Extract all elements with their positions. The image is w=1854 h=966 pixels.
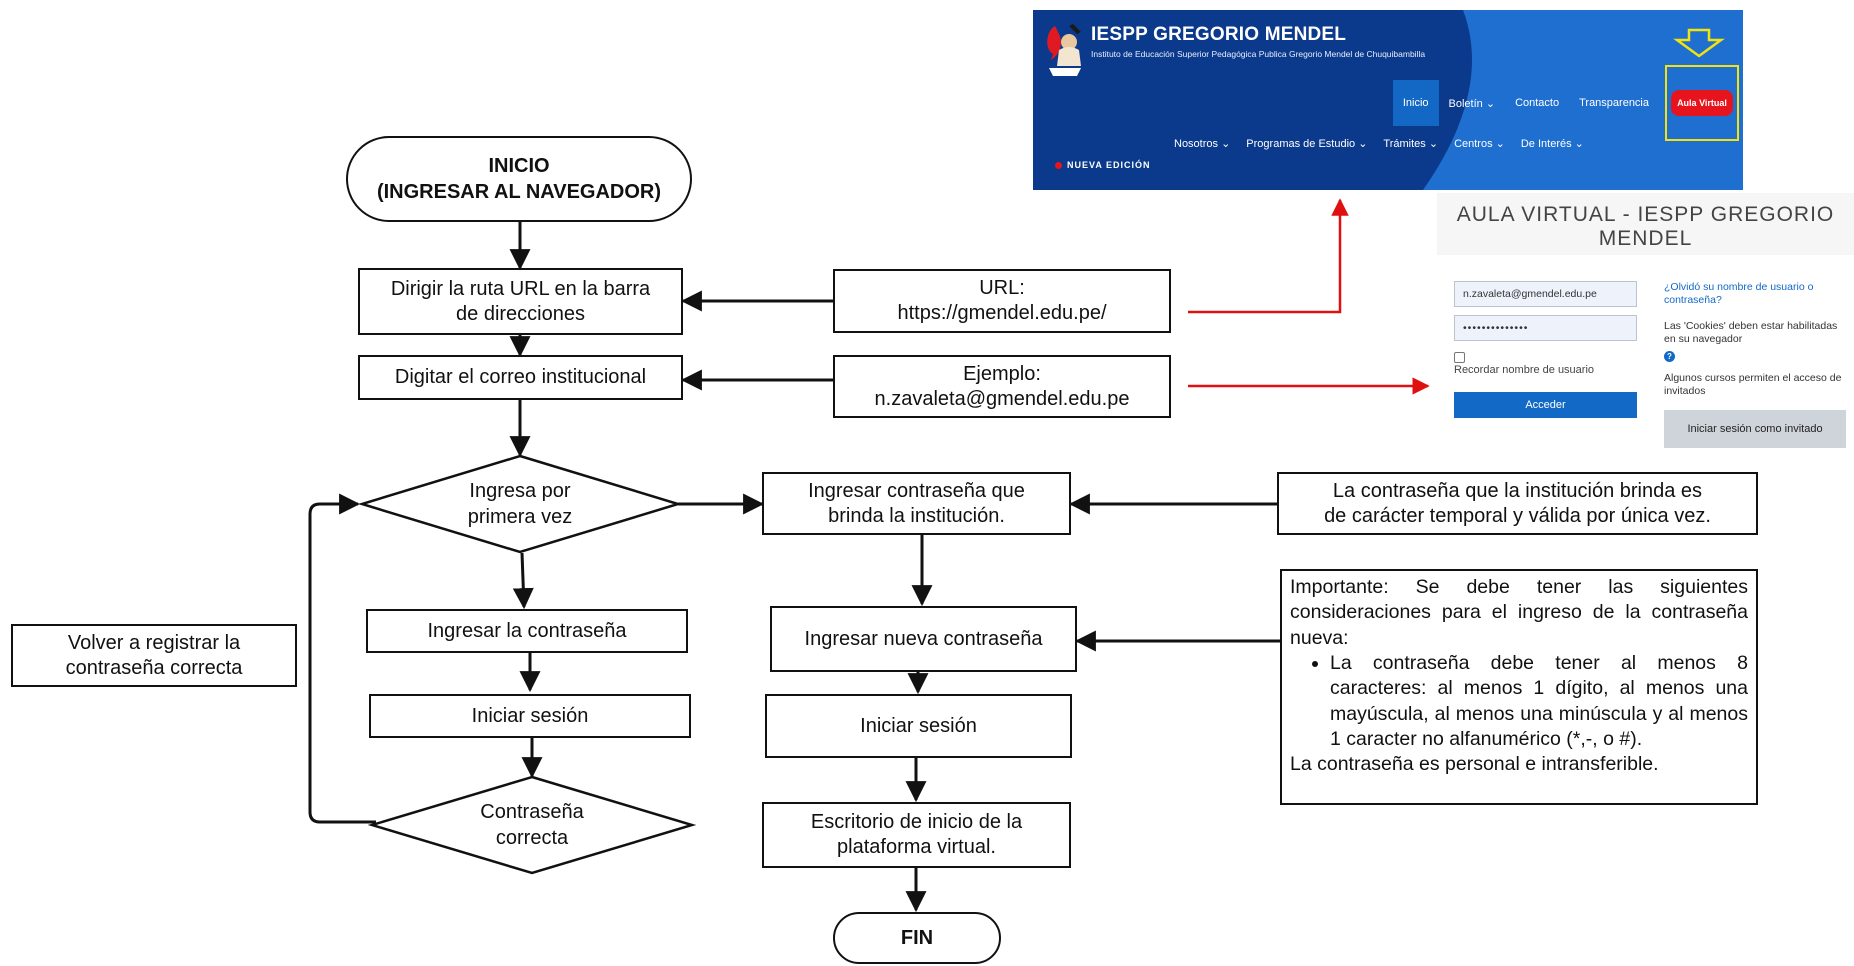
nav-boletin[interactable]: Boletín ⌄ (1448, 97, 1496, 110)
url-note-box: URL: https://gmendel.edu.pe/ (833, 269, 1171, 333)
retry-note-box: Volver a registrar la contraseña correct… (11, 624, 297, 687)
step-desktop-line2: plataforma virtual. (837, 836, 996, 858)
decision-correct-line1: Contraseña (480, 801, 584, 823)
start-line1: INICIO (488, 155, 550, 177)
nav-centros[interactable]: Centros ⌄ (1454, 138, 1505, 150)
step-login-right-label: Iniciar sesión (860, 714, 977, 737)
nav-contacto[interactable]: Contacto (1515, 97, 1560, 109)
step-login-right-box: Iniciar sesión (765, 694, 1072, 758)
step-email-box: Digitar el correo institucional (358, 355, 683, 400)
important-footer: La contraseña es personal e intransferib… (1290, 753, 1659, 776)
important-note-box: Importante: Se debe tener las siguientes… (1280, 569, 1758, 805)
important-bullet: La contraseña debe tener al menos 8 cara… (1330, 651, 1748, 752)
help-icon[interactable]: ? (1664, 351, 1675, 362)
step-inst-password-line2: brinda la institución. (828, 504, 1005, 527)
step-new-password-label: Ingresar nueva contraseña (804, 627, 1043, 650)
nav-inicio[interactable]: Inicio (1392, 80, 1439, 126)
decision-correct-line2: correcta (495, 827, 569, 849)
step-url-box: Dirigir la ruta URL en la barra de direc… (358, 268, 683, 335)
start-terminal: INICIO (INGRESAR AL NAVEGADOR) (346, 136, 692, 222)
highlight-down-arrow-icon (1673, 28, 1725, 58)
end-label: FIN (900, 927, 934, 949)
decision-first-line2: primera vez (467, 506, 573, 528)
forgot-link[interactable]: ¿Olvidó su nombre de usuario o contraseñ… (1664, 281, 1814, 306)
retry-note-line1: Volver a registrar la (67, 631, 241, 654)
step-desktop-box: Escritorio de inicio de la plataforma vi… (762, 802, 1071, 868)
remember-label: Recordar nombre de usuario (1454, 364, 1595, 376)
important-intro: Importante: Se debe tener las siguientes… (1290, 576, 1748, 649)
guest-login-button[interactable]: Iniciar sesión como invitado (1664, 410, 1846, 448)
login-heading: AULA VIRTUAL - IESPP GREGORIO MENDEL (1437, 193, 1854, 255)
username-field[interactable]: n.zavaleta@gmendel.edu.pe (1454, 281, 1637, 307)
step-url-line1: Dirigir la ruta URL en la barra (390, 277, 651, 300)
password-field[interactable]: •••••••••••••• (1454, 315, 1637, 341)
nav-transparencia[interactable]: Transparencia (1579, 97, 1649, 109)
step-login-left-box: Iniciar sesión (369, 694, 691, 738)
email-note-line1: Ejemplo: (963, 362, 1041, 385)
decision-diamond-first (357, 454, 683, 554)
aula-virtual-button[interactable]: Aula Virtual (1671, 90, 1733, 116)
url-note-line1: URL: (979, 277, 1025, 299)
step-new-password-box: Ingresar nueva contraseña (770, 606, 1077, 672)
decision-correct-label: Contraseña correcta (432, 799, 632, 851)
temp-note-line2: de carácter temporal y válida por única … (1324, 504, 1711, 527)
aula-highlight-frame: Aula Virtual (1665, 65, 1739, 141)
step-email-label: Digitar el correo institucional (394, 366, 647, 388)
new-edition-badge: NUEVA EDICIÓN (1055, 160, 1151, 170)
step-inst-password-box: Ingresar contraseña que brinda la instit… (762, 472, 1071, 535)
temp-note-box: La contraseña que la institución brinda … (1277, 472, 1758, 535)
header-subtitle: Instituto de Educación Superior Pedagógi… (1091, 49, 1426, 59)
email-note-line2: n.zavaleta@gmendel.edu.pe (874, 387, 1130, 410)
nav-programas[interactable]: Programas de Estudio ⌄ (1246, 138, 1368, 150)
header-background (1033, 10, 1743, 190)
email-note-box: Ejemplo: n.zavaleta@gmendel.edu.pe (833, 355, 1171, 418)
acceder-button[interactable]: Acceder (1454, 392, 1637, 418)
step-password-label: Ingresar la contraseña (427, 619, 627, 642)
step-url-line2: de direcciones (456, 302, 585, 325)
step-password-box: Ingresar la contraseña (366, 609, 688, 653)
decision-first-label: Ingresa por primera vez (420, 478, 620, 530)
nav-de-interes[interactable]: De Interés ⌄ (1520, 138, 1584, 150)
nav-tramites[interactable]: Trámites ⌄ (1383, 138, 1439, 150)
step-login-left-label: Iniciar sesión (471, 704, 589, 727)
retry-note-line2: contraseña correcta (65, 656, 243, 679)
decision-diamond-correct (367, 775, 697, 875)
end-terminal: FIN (833, 912, 1001, 964)
institute-logo-icon (1047, 24, 1081, 76)
website-header: IESPP GREGORIO MENDEL Instituto de Educa… (1033, 10, 1743, 190)
decision-first-line1: Ingresa por (469, 480, 571, 502)
temp-note-line1: La contraseña que la institución brinda … (1332, 479, 1703, 502)
header-nav-top: Inicio Boletín ⌄ Contacto Transparencia … (1392, 65, 1739, 141)
step-desktop-line1: Escritorio de inicio de la (810, 811, 1023, 833)
remember-checkbox[interactable] (1454, 352, 1465, 363)
header-title: IESPP GREGORIO MENDEL (1091, 24, 1347, 45)
nav-nosotros[interactable]: Nosotros ⌄ (1174, 138, 1231, 150)
header-nav-bottom: Nosotros ⌄ Programas de Estudio ⌄ Trámit… (1174, 137, 1584, 150)
important-list: La contraseña debe tener al menos 8 cara… (1290, 651, 1748, 752)
start-line2: (INGRESAR AL NAVEGADOR) (376, 181, 662, 203)
new-edition-label: NUEVA EDICIÓN (1067, 160, 1151, 170)
step-inst-password-line1: Ingresar contraseña que (808, 479, 1025, 502)
guests-notice: Algunos cursos permiten el acceso de inv… (1664, 372, 1842, 397)
red-dot-icon (1055, 161, 1062, 169)
cookies-notice: Las 'Cookies' deben estar habilitadas en… (1664, 320, 1838, 345)
url-note-line2: https://gmendel.edu.pe/ (897, 302, 1107, 324)
